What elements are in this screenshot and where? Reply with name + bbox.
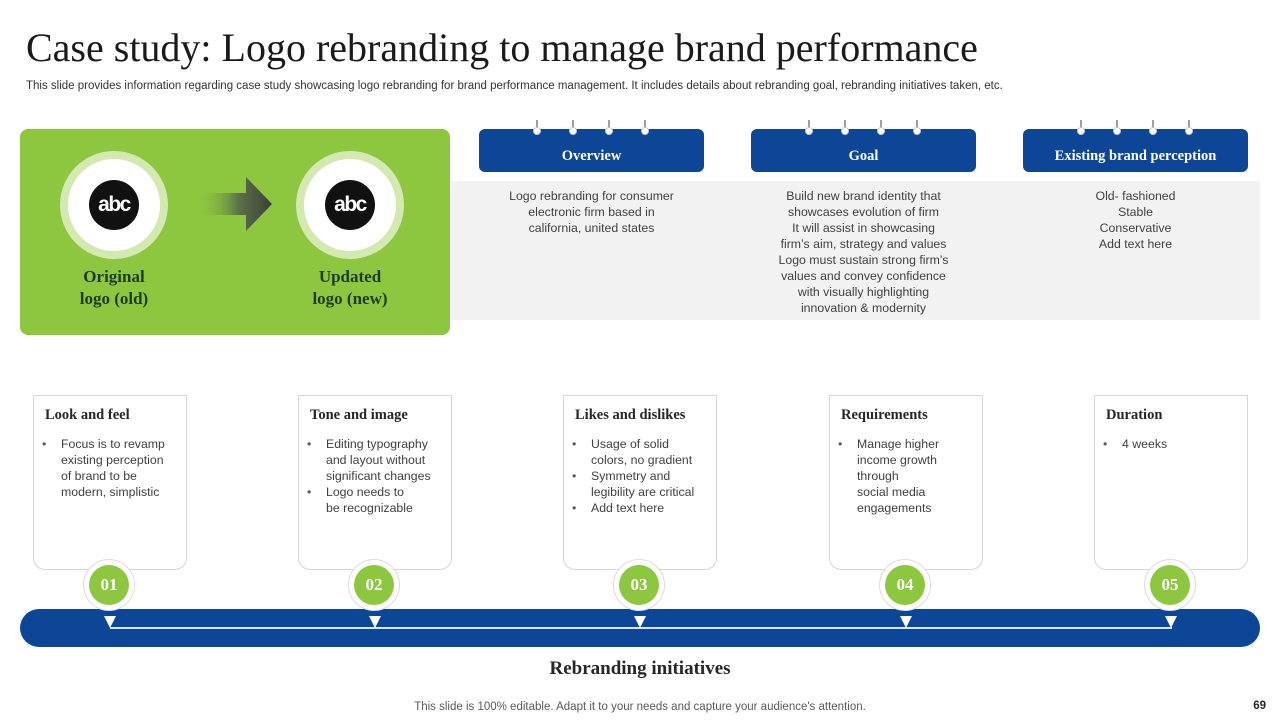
step-marker-04: 04	[879, 559, 931, 611]
footer-note: This slide is 100% editable. Adapt it to…	[414, 701, 866, 713]
overview-header: Overview	[479, 120, 704, 172]
bullet-item: Usage of solid colors, no gradient	[572, 436, 714, 468]
bullet-item: Focus is to revamp existing perception o…	[42, 436, 184, 500]
arrow-right-icon	[198, 177, 272, 231]
new-logo-caption: Updated logo (new)	[312, 267, 388, 308]
card-bullets: 4 weeks	[1103, 436, 1245, 452]
card-bullets: Focus is to revamp existing perception o…	[42, 436, 184, 500]
card-bullets: Manage higher income growth through soci…	[838, 436, 980, 516]
step-marker-03: 03	[613, 559, 665, 611]
timeline-pointer	[1165, 616, 1177, 628]
initiatives-label: Rebranding initiatives	[549, 658, 731, 679]
old-logo-badge: abc	[60, 151, 168, 259]
timeline-pointer	[634, 616, 646, 628]
goal-text: Build new brand identity that showcases …	[778, 189, 949, 315]
old-logo: abc	[89, 180, 139, 230]
step-marker-05: 05	[1144, 559, 1196, 611]
bullet-item: 4 weeks	[1103, 436, 1245, 452]
initiative-card-tone-and-image: Tone and image Editing typography and la…	[298, 395, 452, 570]
slide-subtitle: This slide provides information regardin…	[26, 80, 1003, 92]
new-logo-badge: abc	[296, 151, 404, 259]
old-logo-caption: Original logo (old)	[79, 267, 149, 308]
initiative-card-requirements: Requirements Manage higher income growth…	[829, 395, 983, 570]
initiative-card-likes-and-dislikes: Likes and dislikes Usage of solid colors…	[563, 395, 717, 570]
bullet-item: Add text here	[572, 500, 714, 516]
logo-comparison-panel: abc abc Original logo (old) Updated logo…	[20, 129, 450, 335]
initiative-card-look-and-feel: Look and feel Focus is to revamp existin…	[33, 395, 187, 570]
new-logo: abc	[325, 180, 375, 230]
timeline-pointer	[104, 616, 116, 628]
bullet-item: Editing typography and layout without si…	[307, 436, 449, 484]
brand-perception-text: Old- fashioned Stable Conservative Add t…	[1095, 189, 1176, 251]
timeline-line	[110, 627, 1172, 629]
timeline-pointer	[900, 616, 912, 628]
step-marker-02: 02	[348, 559, 400, 611]
bullet-item: Logo needs to be recognizable	[307, 484, 449, 516]
goal-header: Goal	[751, 120, 976, 172]
page-number: 69	[1253, 700, 1266, 712]
bullet-item: Manage higher income growth through soci…	[838, 436, 980, 516]
card-bullets: Usage of solid colors, no gradient Symme…	[572, 436, 714, 516]
info-band	[450, 181, 1260, 320]
overview-text: Logo rebranding for consumer electronic …	[509, 189, 674, 235]
brand-perception-header: Existing brand perception	[1023, 120, 1248, 172]
bullet-item: Symmetry and legibility are critical	[572, 468, 714, 500]
initiative-card-duration: Duration 4 weeks	[1094, 395, 1248, 570]
step-marker-01: 01	[83, 559, 135, 611]
card-bullets: Editing typography and layout without si…	[307, 436, 449, 516]
slide-title: Case study: Logo rebranding to manage br…	[26, 25, 978, 70]
timeline-pointer	[369, 616, 381, 628]
